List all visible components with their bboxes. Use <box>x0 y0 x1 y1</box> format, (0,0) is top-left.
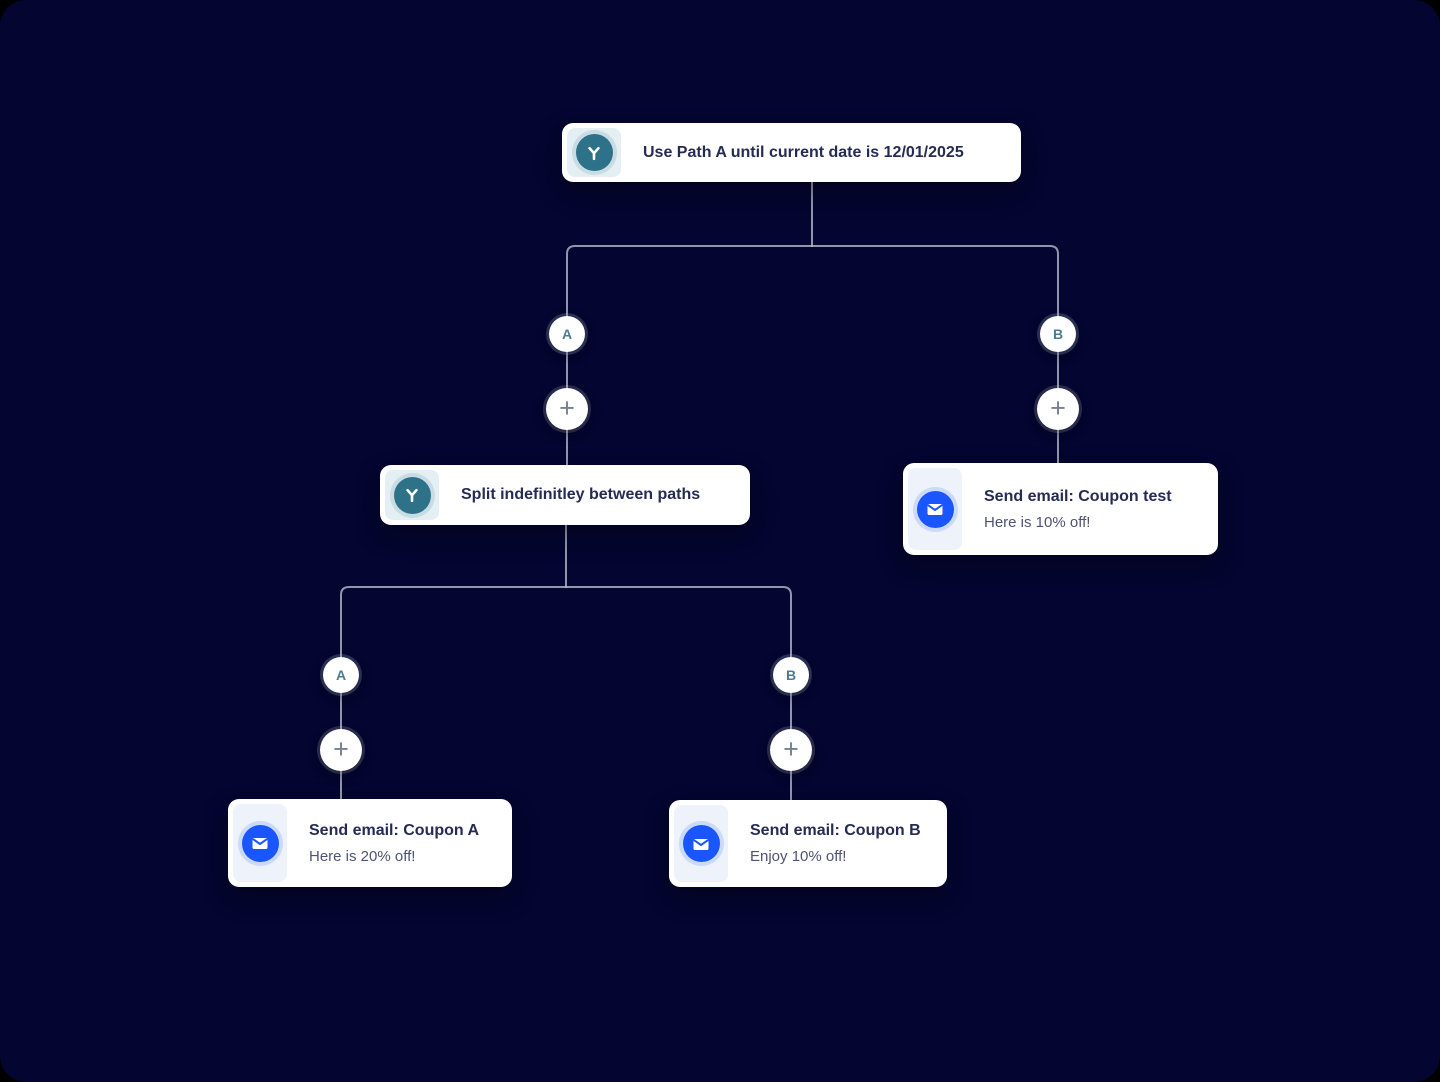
branch-letter: B <box>785 667 797 683</box>
workflow-node-email-a[interactable]: Send email: Coupon A Here is 20% off! <box>228 799 512 887</box>
node-title: Send email: Coupon test <box>984 487 1172 505</box>
email-icon <box>241 824 279 862</box>
branch-label-b-level1: B <box>1040 316 1076 352</box>
branch-label-a-level2: A <box>323 657 359 693</box>
node-title: Send email: Coupon B <box>750 822 921 839</box>
email-icon <box>682 825 720 862</box>
branch-split-icon <box>393 476 431 514</box>
workflow-node-email-test[interactable]: Send email: Coupon test Here is 10% off! <box>903 463 1218 555</box>
node-icon-section <box>233 804 287 882</box>
node-text: Split indefinitley between paths <box>439 470 714 520</box>
add-step-button-a-level2[interactable]: + <box>320 729 362 771</box>
node-icon-section <box>385 470 439 520</box>
branch-letter: B <box>1052 326 1064 342</box>
branch-letter: A <box>561 326 573 342</box>
node-icon-section <box>674 805 728 882</box>
plus-icon: + <box>559 392 575 423</box>
workflow-node-split[interactable]: Split indefinitley between paths <box>380 465 750 525</box>
email-icon <box>916 490 954 528</box>
workflow-node-root[interactable]: Use Path A until current date is 12/01/2… <box>562 123 1021 182</box>
node-title: Send email: Coupon A <box>309 821 480 839</box>
node-title: Split indefinitley between paths <box>461 486 701 503</box>
node-subtitle: Here is 10% off! <box>984 513 1091 531</box>
node-text: Use Path A until current date is 12/01/2… <box>621 128 978 177</box>
plus-icon: + <box>783 733 799 764</box>
node-icon-section <box>567 128 621 177</box>
node-text: Send email: Coupon A Here is 20% off! <box>287 804 493 882</box>
node-icon-section <box>908 468 962 550</box>
branch-letter: A <box>335 667 347 683</box>
branch-split-icon <box>575 134 613 171</box>
node-text: Send email: Coupon B Enjoy 10% off! <box>728 805 935 882</box>
plus-icon: + <box>333 733 349 764</box>
node-subtitle: Enjoy 10% off! <box>750 848 847 865</box>
connector-split1-bracket <box>566 245 1059 336</box>
branch-label-a-level1: A <box>549 316 585 352</box>
workflow-node-email-b[interactable]: Send email: Coupon B Enjoy 10% off! <box>669 800 947 887</box>
branch-label-b-level2: B <box>773 657 809 693</box>
add-step-button-b-level2[interactable]: + <box>770 729 812 771</box>
add-step-button-a-level1[interactable]: + <box>546 388 588 430</box>
plus-icon: + <box>1050 392 1066 423</box>
node-title: Use Path A until current date is 12/01/2… <box>643 143 964 161</box>
node-text: Send email: Coupon test Here is 10% off! <box>962 468 1186 550</box>
connector-split2-bracket <box>340 586 792 677</box>
node-subtitle: Here is 20% off! <box>309 847 416 865</box>
add-step-button-b-level1[interactable]: + <box>1037 388 1079 430</box>
